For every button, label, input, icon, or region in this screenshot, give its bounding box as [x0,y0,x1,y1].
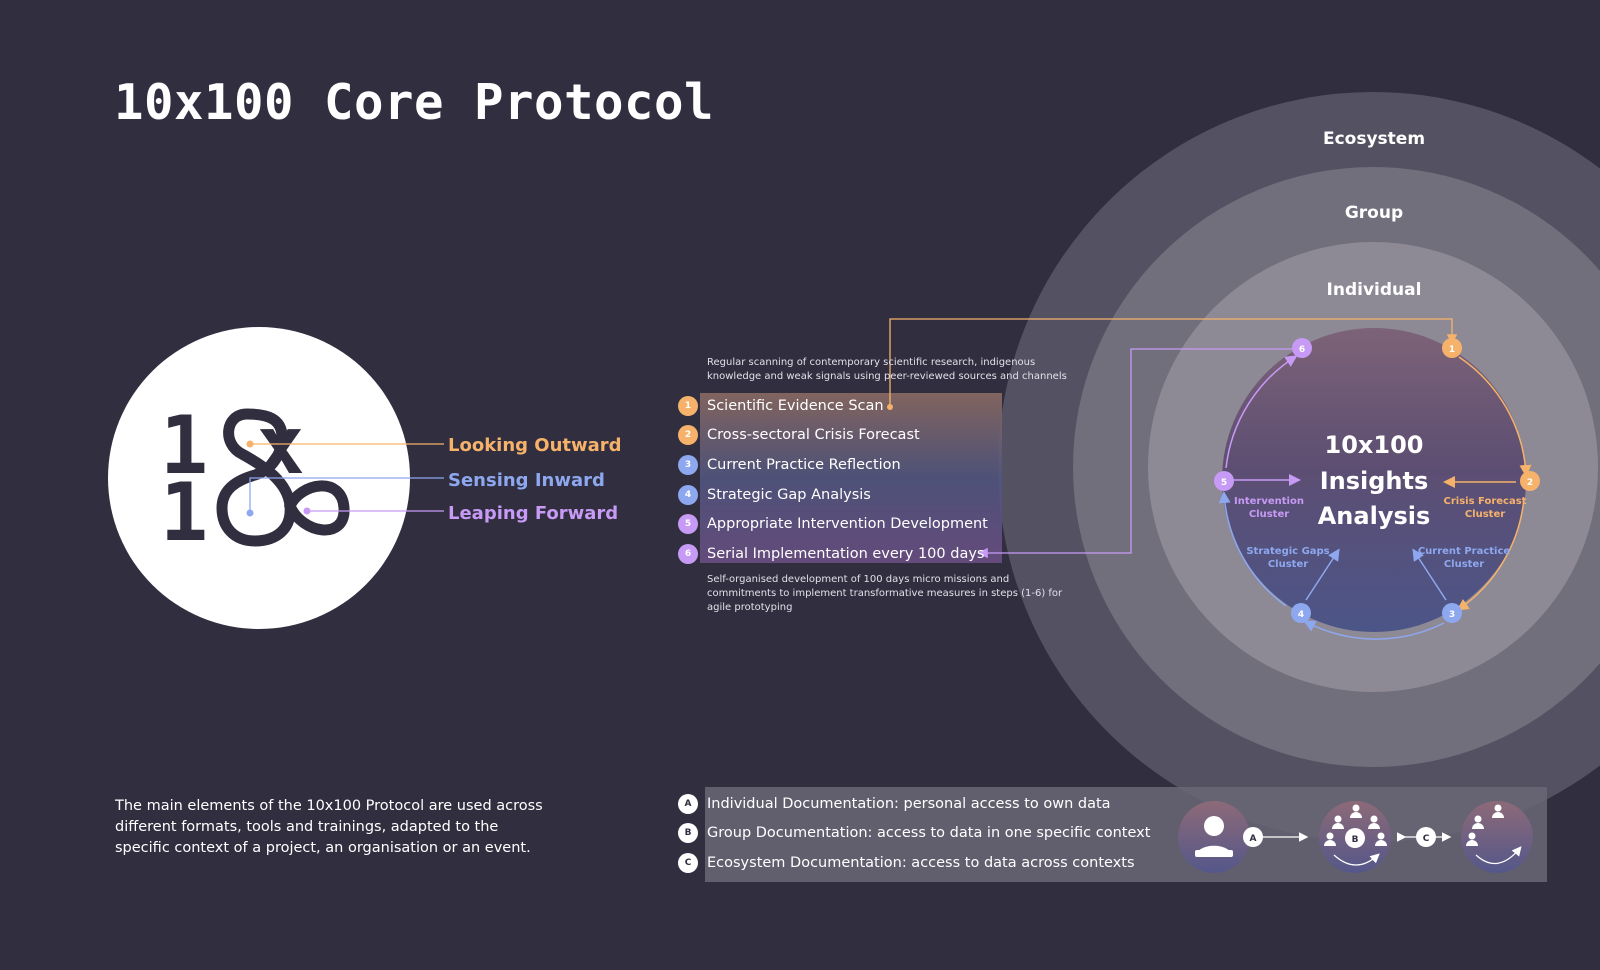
step-label: Current Practice Reflection [707,456,901,473]
cycle-node-1: 1 [1442,338,1462,358]
doc-label: Individual Documentation: personal acces… [707,795,1111,812]
cycle-node-5: 5 [1214,471,1234,491]
doc-flow-badge-b: B [1345,828,1365,848]
cluster-practice-line2: Cluster [1444,559,1484,570]
doc-letter-badge: A [678,793,698,814]
doc-label: Group Documentation: access to data in o… [707,825,1151,842]
level-ecosystem: Ecosystem [1323,129,1425,149]
cycle-node-2: 2 [1520,471,1540,491]
svg-text:2: 2 [1527,478,1533,488]
svg-text:B: B [1352,835,1359,845]
cycle-node-4: 4 [1291,603,1311,623]
connector-step-1 [889,318,1458,407]
logo-connector-forward [303,507,444,515]
logo-label-outward: Looking Outward [448,435,622,456]
svg-text:C: C [1423,834,1430,844]
cluster-intervention-line2: Cluster [1249,509,1289,520]
cycle-arc-1-2 [1458,356,1532,477]
protocol-step: 1 Scientific Evidence Scan [678,391,988,421]
insights-title-line1: 10x100 [1325,431,1424,459]
connector-step-6 [977,348,1302,559]
cycle-node-6: 6 [1292,338,1312,358]
level-group: Group [1345,203,1403,223]
steps-band [700,393,1002,563]
doc-letter-badge: C [678,852,698,873]
doc-flow-badge-c: C [1416,827,1436,847]
svg-text:6: 6 [1299,345,1305,355]
arrow-4-gaps [1305,548,1340,601]
step-label: Strategic Gap Analysis [707,486,871,503]
insights-title-line3: Analysis [1318,502,1431,530]
step-number-badge: 2 [678,425,698,446]
protocol-description-top: Regular scanning of contemporary scienti… [707,357,1067,382]
step-label: Serial Implementation every 100 days [707,545,985,562]
page-title: 10x100 Core Protocol [114,74,715,131]
step-number-badge: 6 [678,543,698,564]
cycle-arc-4-5 [1218,491,1287,607]
avatar-individual [1178,801,1250,873]
logo-infinity-mark [284,480,350,536]
step-number-badge: 1 [678,395,698,416]
level-individual: Individual [1327,280,1422,300]
svg-text:5: 5 [1221,478,1227,488]
cluster-intervention-line1: Intervention [1234,496,1304,507]
protocol-description-bottom: Self-organised development of 100 days m… [707,574,1063,613]
insights-title-line2: Insights [1320,467,1429,495]
doc-letter-badge: B [678,823,698,844]
avatar-ecosystem [1461,801,1533,873]
protocol-step: 5 Appropriate Intervention Development [678,509,988,539]
cycle-node-3: 3 [1442,603,1462,623]
doc-label: Ecosystem Documentation: access to data … [707,854,1135,871]
cluster-practice-line1: Current Practice [1418,546,1511,557]
step-label: Appropriate Intervention Development [707,516,988,533]
svg-text:4: 4 [1298,610,1304,620]
documentation-list: A Individual Documentation: personal acc… [678,789,1150,878]
cluster-gaps-line1: Strategic Gaps [1246,546,1329,557]
svg-text:A: A [1250,834,1257,844]
logo-label-forward: Leaping Forward [448,503,618,524]
documentation-item: B Group Documentation: access to data in… [678,819,1150,849]
step-number-badge: 5 [678,514,698,535]
doc-flow-badge-a: A [1243,827,1263,847]
step-number-badge: 3 [678,454,698,475]
cycle-arc-5-6 [1225,355,1298,469]
svg-text:3: 3 [1449,610,1455,620]
arrow-3-practice [1412,548,1447,601]
cycle-arc-2-3 [1456,497,1525,611]
protocol-step: 3 Current Practice Reflection [678,450,988,480]
protocol-step: 4 Strategic Gap Analysis [678,480,988,510]
cluster-crisis-line1: Crisis Forecast [1444,496,1527,507]
protocol-step-list: 1 Scientific Evidence Scan 2 Cross-secto… [678,391,988,569]
cluster-gaps-line2: Cluster [1268,559,1308,570]
documentation-item: C Ecosystem Documentation: access to dat… [678,848,1150,878]
step-label: Cross-sectoral Crisis Forecast [707,427,920,444]
step-label: Scientific Evidence Scan [707,397,884,414]
logo-10x100: 1 x 1 [160,399,350,559]
cluster-crisis-line2: Cluster [1465,509,1505,520]
svg-text:1: 1 [1449,345,1455,355]
connector-dot-1 [887,404,893,410]
protocol-step: 6 Serial Implementation every 100 days [678,539,988,569]
insights-circle [1222,328,1526,632]
logo-label-inward: Sensing Inward [448,470,605,491]
intro-text: The main elements of the 10x100 Protocol… [115,798,543,856]
cycle-arc-3-4 [1303,620,1445,640]
logo-connector-inward [246,477,444,517]
documentation-item: A Individual Documentation: personal acc… [678,789,1150,819]
logo-connector-outward [246,440,444,448]
protocol-step: 2 Cross-sectoral Crisis Forecast [678,421,988,451]
step-number-badge: 4 [678,484,698,505]
logo-text-bottom: 1 [160,466,208,559]
